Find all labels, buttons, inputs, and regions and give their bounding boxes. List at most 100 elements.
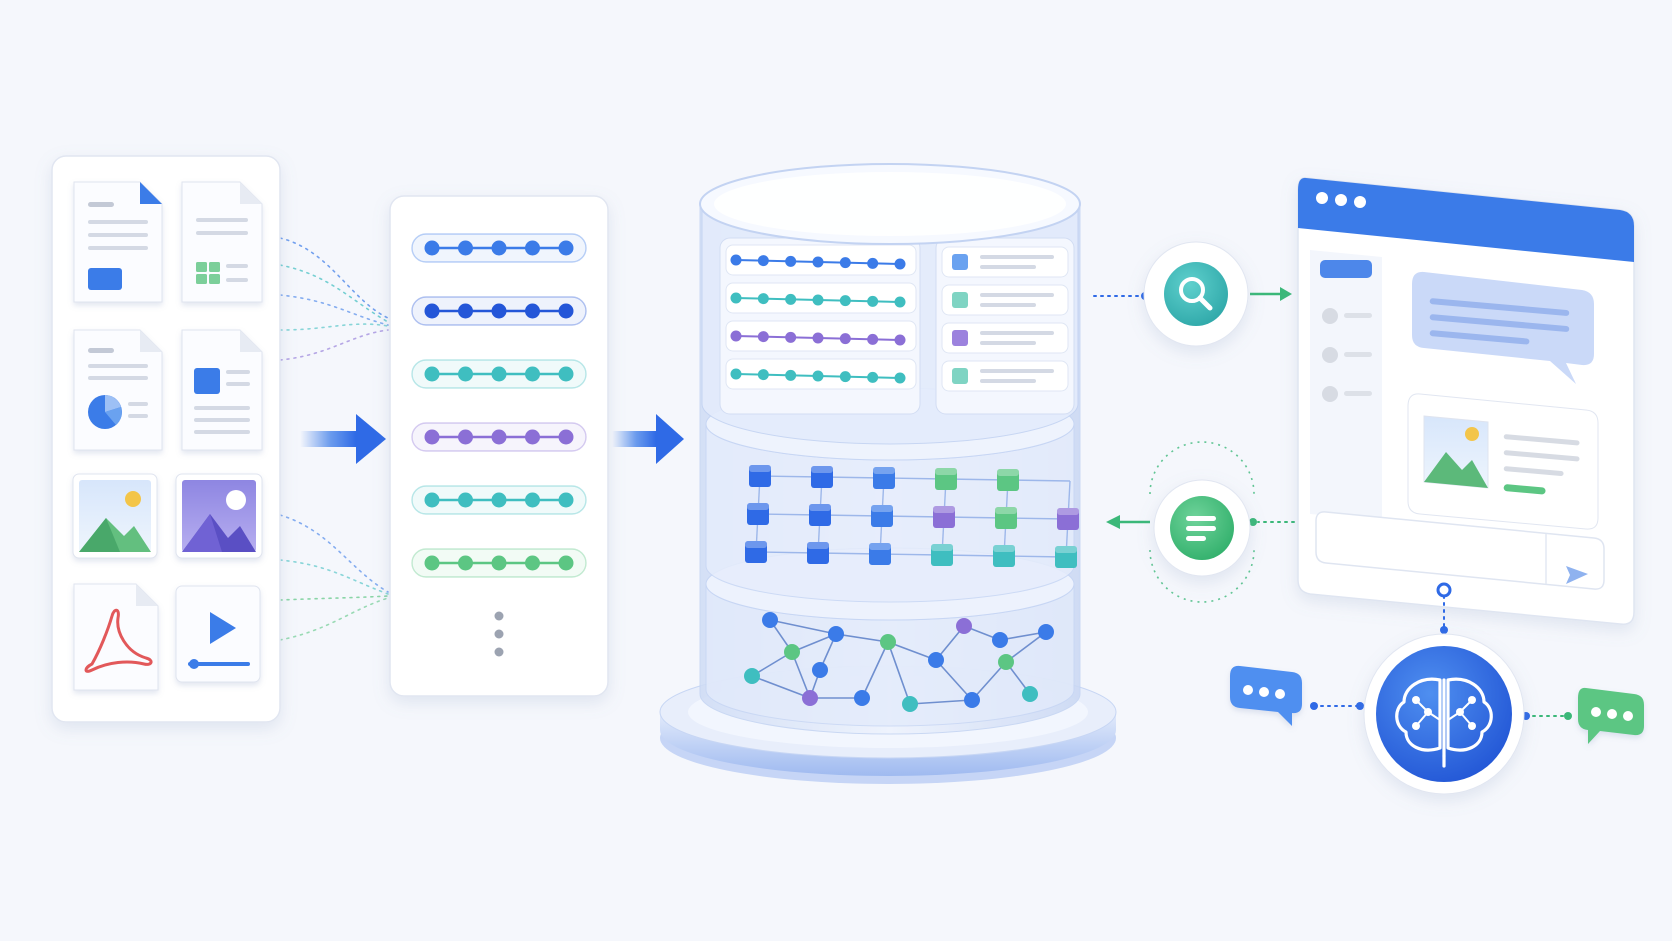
graph-edge [769, 619, 837, 635]
vector-dot [867, 371, 879, 383]
cube-highlight [1057, 508, 1079, 515]
source-files-panel [51, 155, 281, 723]
chunk-dot [458, 240, 473, 256]
graph-node [784, 644, 800, 660]
index-line [980, 331, 1054, 335]
graph-node [744, 668, 760, 684]
graph-node [812, 662, 828, 678]
cube-face [811, 466, 833, 488]
image-document-icon [181, 329, 263, 451]
cube-face [935, 468, 957, 490]
card-image-icon [1423, 415, 1489, 489]
index-row [941, 284, 1069, 316]
index-row-bg [941, 360, 1069, 392]
graph-node [928, 652, 944, 668]
vector-dot [730, 368, 742, 380]
index-line [980, 293, 1054, 297]
grid-cube [933, 506, 955, 528]
chunk-dot [525, 492, 540, 508]
vector-dot [867, 295, 879, 307]
cube-face [869, 543, 891, 565]
search-icon [1143, 241, 1249, 347]
flow-arrow-to-chunks [300, 414, 386, 464]
cube-highlight [749, 465, 771, 472]
index-line [980, 379, 1036, 383]
chunk-row [411, 548, 587, 578]
chunk-dot [558, 366, 574, 382]
vector-dot [839, 257, 851, 269]
text-document-icon [73, 181, 163, 303]
chunk-dot [458, 429, 473, 445]
send-icon[interactable] [1566, 566, 1588, 584]
vector-row [725, 244, 917, 276]
vector-index-table [719, 237, 1075, 415]
graph-node [964, 692, 980, 708]
graph-node [802, 690, 818, 706]
chunk-dot [525, 555, 540, 571]
graph-edge [971, 661, 1007, 701]
chunk-dot [424, 366, 440, 382]
grid-cube [749, 465, 771, 487]
grid-cube [873, 467, 895, 489]
chunk-dot [558, 492, 574, 508]
cube-highlight [873, 467, 895, 474]
graph-edge [861, 641, 889, 699]
vertical-ellipsis-icon [494, 611, 504, 657]
vector-database [659, 163, 1117, 784]
chunk-dot [424, 303, 440, 319]
graph-edge [835, 633, 889, 643]
chunk-dot [525, 429, 540, 445]
graph-node [1022, 686, 1038, 702]
graph-edge [1005, 631, 1047, 663]
index-row [941, 360, 1069, 392]
cube-face [993, 545, 1015, 567]
vector-dot [757, 331, 769, 343]
database-index-layer [701, 203, 1079, 445]
chat-media-card [1407, 393, 1599, 530]
chunk-dot [525, 240, 540, 256]
cube-highlight [935, 468, 957, 475]
chunk-dot [558, 555, 574, 571]
cube-face [747, 503, 769, 525]
assistant-connectors [1310, 582, 1572, 720]
cube-face [873, 467, 895, 489]
grid-cube [811, 466, 833, 488]
index-swatch [952, 368, 968, 384]
cube-highlight [871, 505, 893, 512]
index-swatch [952, 254, 968, 270]
chunk-dot [558, 240, 574, 256]
vector-dot [785, 255, 797, 267]
graph-edge [791, 651, 811, 699]
chunk-row [411, 233, 587, 263]
grid-cube [995, 507, 1017, 529]
graph-node [992, 632, 1008, 648]
vector-row [725, 282, 917, 314]
vector-dot [894, 334, 906, 346]
cube-face [933, 506, 955, 528]
vector-dot [894, 372, 906, 384]
cube-face [1055, 546, 1077, 568]
chunk-row [411, 296, 587, 326]
cube-face [809, 504, 831, 526]
cube-highlight [995, 507, 1017, 514]
vector-dot [812, 294, 824, 306]
embedding-grid [745, 465, 1079, 568]
vector-dot [757, 293, 769, 305]
vector-dot [812, 332, 824, 344]
graph-node [854, 690, 870, 706]
graph-edge [887, 641, 937, 661]
graph-edge [887, 641, 911, 705]
vector-dot [730, 254, 742, 266]
cube-face [807, 542, 829, 564]
graph-node [828, 626, 844, 642]
chunk-dot [424, 492, 440, 508]
grid-cube [807, 542, 829, 564]
chunk-dot [491, 429, 507, 445]
chunk-row [411, 422, 587, 452]
cube-face [997, 469, 1019, 491]
graph-edge [751, 675, 811, 699]
chat-bubble-green-icon [1578, 687, 1644, 744]
chat-input-field[interactable] [1315, 511, 1605, 590]
cube-highlight [997, 469, 1019, 476]
vector-dot [757, 255, 769, 267]
